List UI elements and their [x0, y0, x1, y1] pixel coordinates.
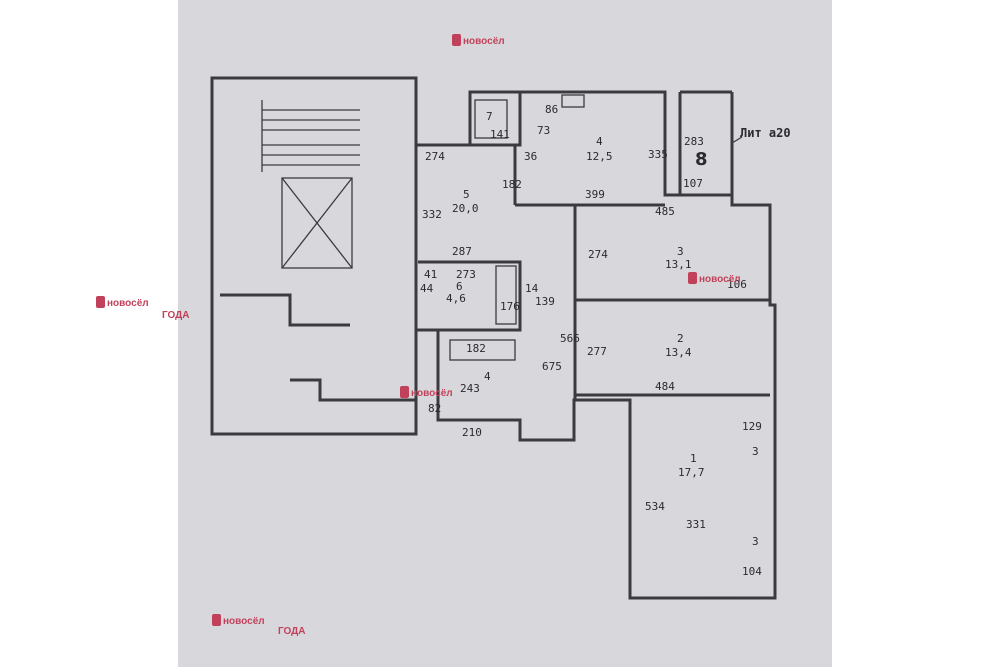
dim-283: 283	[684, 135, 704, 148]
dim-484: 484	[655, 380, 675, 393]
dim-274-b: 274	[588, 248, 608, 261]
dim-3-a: 3	[752, 445, 759, 458]
watermark-brand: новосёл	[107, 298, 149, 309]
watermark-brand: новосёл	[699, 274, 741, 285]
room-3-area: 13,1	[665, 258, 692, 271]
dim-566: 566	[560, 332, 580, 345]
room-3-number: 3	[677, 245, 684, 258]
floor-plan-sheet	[178, 0, 832, 667]
dim-86: 86	[545, 103, 558, 116]
room-5-number: 5	[463, 188, 470, 201]
balcony-number: 8	[695, 149, 708, 170]
stairwell-block	[210, 76, 418, 436]
room-4-number: 4	[596, 135, 603, 148]
watermark-top: новосёл	[452, 34, 505, 47]
watermark-brand: новосёл	[223, 616, 265, 627]
dimension-labels: 141 86 73 36 274 335 283 107 399 182 332…	[420, 103, 762, 578]
dim-485: 485	[655, 205, 675, 218]
dim-104: 104	[742, 565, 762, 578]
dim-176: 176	[500, 300, 520, 313]
dim-3-b: 3	[752, 535, 759, 548]
watermark-tag: ГОДА	[278, 626, 306, 637]
watermark-right: новосёл	[688, 272, 741, 285]
room-1-number: 1	[690, 452, 697, 465]
dim-139: 139	[535, 295, 555, 308]
dim-287: 287	[452, 245, 472, 258]
lit-label: Лит а20	[740, 126, 791, 140]
dim-141: 141	[490, 128, 510, 141]
dim-14: 14	[525, 282, 539, 295]
room-6-area: 4,6	[446, 292, 466, 305]
watermark-left: новосёл ГОДА	[96, 296, 190, 321]
room-5-area: 20,0	[452, 202, 479, 215]
room-2-area: 13,4	[665, 346, 692, 359]
dim-399: 399	[585, 188, 605, 201]
watermark-center: новосёл	[400, 386, 453, 399]
dim-41: 41	[424, 268, 437, 281]
watermark-bottom: новосёл ГОДА	[212, 614, 306, 637]
dim-675: 675	[542, 360, 562, 373]
dim-82: 82	[428, 402, 441, 415]
watermark-brand: новосёл	[411, 388, 453, 399]
dim-129: 129	[742, 420, 762, 433]
interior-walls	[418, 92, 770, 599]
room-1-area: 17,7	[678, 466, 705, 479]
dim-182-a: 182	[502, 178, 522, 191]
watermark-brand: новосёл	[463, 36, 505, 47]
room-4-area: 12,5	[586, 150, 613, 163]
dim-335: 335	[648, 148, 668, 161]
room-6-number: 6	[456, 280, 463, 293]
dim-106: 106	[727, 278, 747, 291]
dim-274-a: 274	[425, 150, 445, 163]
dim-107: 107	[683, 177, 703, 190]
dim-243: 243	[460, 382, 480, 395]
dim-73: 73	[537, 124, 550, 137]
dim-210: 210	[462, 426, 482, 439]
dim-534: 534	[645, 500, 665, 513]
dim-182-b: 182	[466, 342, 486, 355]
room-4b-number: 4	[484, 370, 491, 383]
dim-36: 36	[524, 150, 537, 163]
room-2-number: 2	[677, 332, 684, 345]
dim-273: 273	[456, 268, 476, 281]
room-7-number: 7	[486, 110, 493, 123]
room-labels: 4 12,5 5 20,0 3 13,1 2 13,4 1 17,7 6 4,6…	[446, 110, 791, 479]
dim-44: 44	[420, 282, 434, 295]
watermark-tag: ГОДА	[162, 310, 190, 321]
dim-331: 331	[686, 518, 706, 531]
dim-332: 332	[422, 208, 442, 221]
dim-277: 277	[587, 345, 607, 358]
